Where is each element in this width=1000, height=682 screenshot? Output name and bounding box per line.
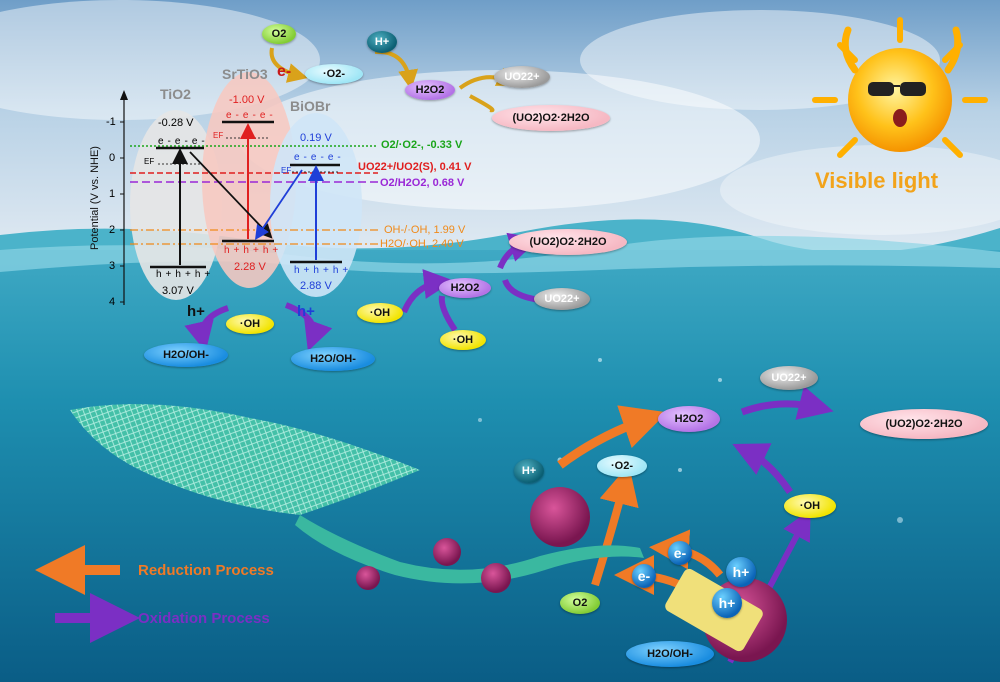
species-hplus: H+ xyxy=(367,31,397,53)
tio2-name: TiO2 xyxy=(160,86,191,102)
axis-tick-label: 0 xyxy=(109,152,116,164)
tio2-cb-value: -0.28 V xyxy=(158,117,194,129)
species-product: (UO2)O2·2H2O xyxy=(492,105,610,131)
biobr-fermi-label: EF xyxy=(281,166,292,175)
species-uranyl: UO22+ xyxy=(534,288,590,310)
species-h2o2: H2O2 xyxy=(405,80,455,100)
hole-ball: h+ xyxy=(712,588,742,618)
potential-o2-h2o2: O2/H2O2, 0.68 V xyxy=(380,177,465,189)
electron-label: e- xyxy=(277,63,292,80)
species-o2: O2 xyxy=(262,24,296,44)
axis-tick-label: 1 xyxy=(109,188,116,200)
axis-tick-label: -1 xyxy=(106,116,116,128)
species-h2o2: H2O2 xyxy=(439,278,491,298)
axis-tick-label: 2 xyxy=(109,224,116,236)
species-h2o-oh: H2O/OH- xyxy=(291,347,375,371)
potential-h2o-oh: H2O/·OH, 2.40 V xyxy=(380,238,464,250)
species-h2o-oh: H2O/OH- xyxy=(144,343,228,367)
axis-tick-label: 3 xyxy=(109,260,116,272)
srtio3-name: SrTiO3 xyxy=(222,66,268,82)
hole-label: h+ xyxy=(297,303,315,320)
srtio3-fermi-label: EF xyxy=(213,131,224,140)
visible-light-title: Visible light xyxy=(815,168,939,193)
biobr-electrons: e-e-e- xyxy=(294,152,345,163)
potential-axis xyxy=(120,90,128,305)
species-product: (UO2)O2·2H2O xyxy=(860,409,988,439)
srtio3-vb-value: 2.28 V xyxy=(234,261,266,273)
potential-oh-radical: OH-/·OH, 1.99 V xyxy=(384,224,466,236)
biobr-cb-value: 0.19 V xyxy=(300,132,332,144)
species-h2o2: H2O2 xyxy=(658,406,720,432)
tio2-vb-value: 3.07 V xyxy=(162,285,194,297)
tio2-fermi-label: EF xyxy=(144,157,155,166)
hole-label: h+ xyxy=(187,303,205,320)
species-hplus: H+ xyxy=(514,459,544,483)
potential-uranyl: UO22+/UO2(S), 0.41 V xyxy=(358,161,472,173)
species-oh: ·OH xyxy=(357,303,403,323)
species-superoxide: ·O2- xyxy=(305,64,363,84)
biobr-vb-value: 2.88 V xyxy=(300,280,332,292)
species-superoxide: ·O2- xyxy=(597,455,647,477)
species-h2o-oh: H2O/OH- xyxy=(626,641,714,667)
legend-reduction: Reduction Process xyxy=(138,562,274,579)
biobr-holes: h+h+h+ xyxy=(294,265,353,276)
axis-tick-label: 4 xyxy=(109,296,116,308)
species-oh: ·OH xyxy=(440,330,486,350)
species-oh: ·OH xyxy=(226,314,274,334)
srtio3-cb-value: -1.00 V xyxy=(229,94,265,106)
species-uranyl: UO22+ xyxy=(760,366,818,390)
potential-o2-superoxide: O2/·O2-, -0.33 V xyxy=(381,139,463,151)
electron-ball: e- xyxy=(668,541,692,565)
species-uranyl: UO22+ xyxy=(494,66,550,88)
axis-label: Potential (V vs. NHE) xyxy=(89,146,101,250)
species-oh: ·OH xyxy=(784,494,836,518)
electron-ball: e- xyxy=(632,564,656,588)
tio2-holes: h+h+h+ xyxy=(156,269,215,280)
tio2-electrons: e-e-e- xyxy=(158,136,209,147)
srtio3-electrons: e-e-e- xyxy=(226,110,277,121)
legend-oxidation: Oxidation Process xyxy=(138,610,270,627)
srtio3-holes: h+h+h+ xyxy=(224,245,283,256)
sun-icon xyxy=(812,17,988,158)
species-o2: O2 xyxy=(560,592,600,614)
species-product: (UO2)O2·2H2O xyxy=(509,229,627,255)
hole-ball: h+ xyxy=(726,557,756,587)
biobr-name: BiOBr xyxy=(290,98,331,114)
